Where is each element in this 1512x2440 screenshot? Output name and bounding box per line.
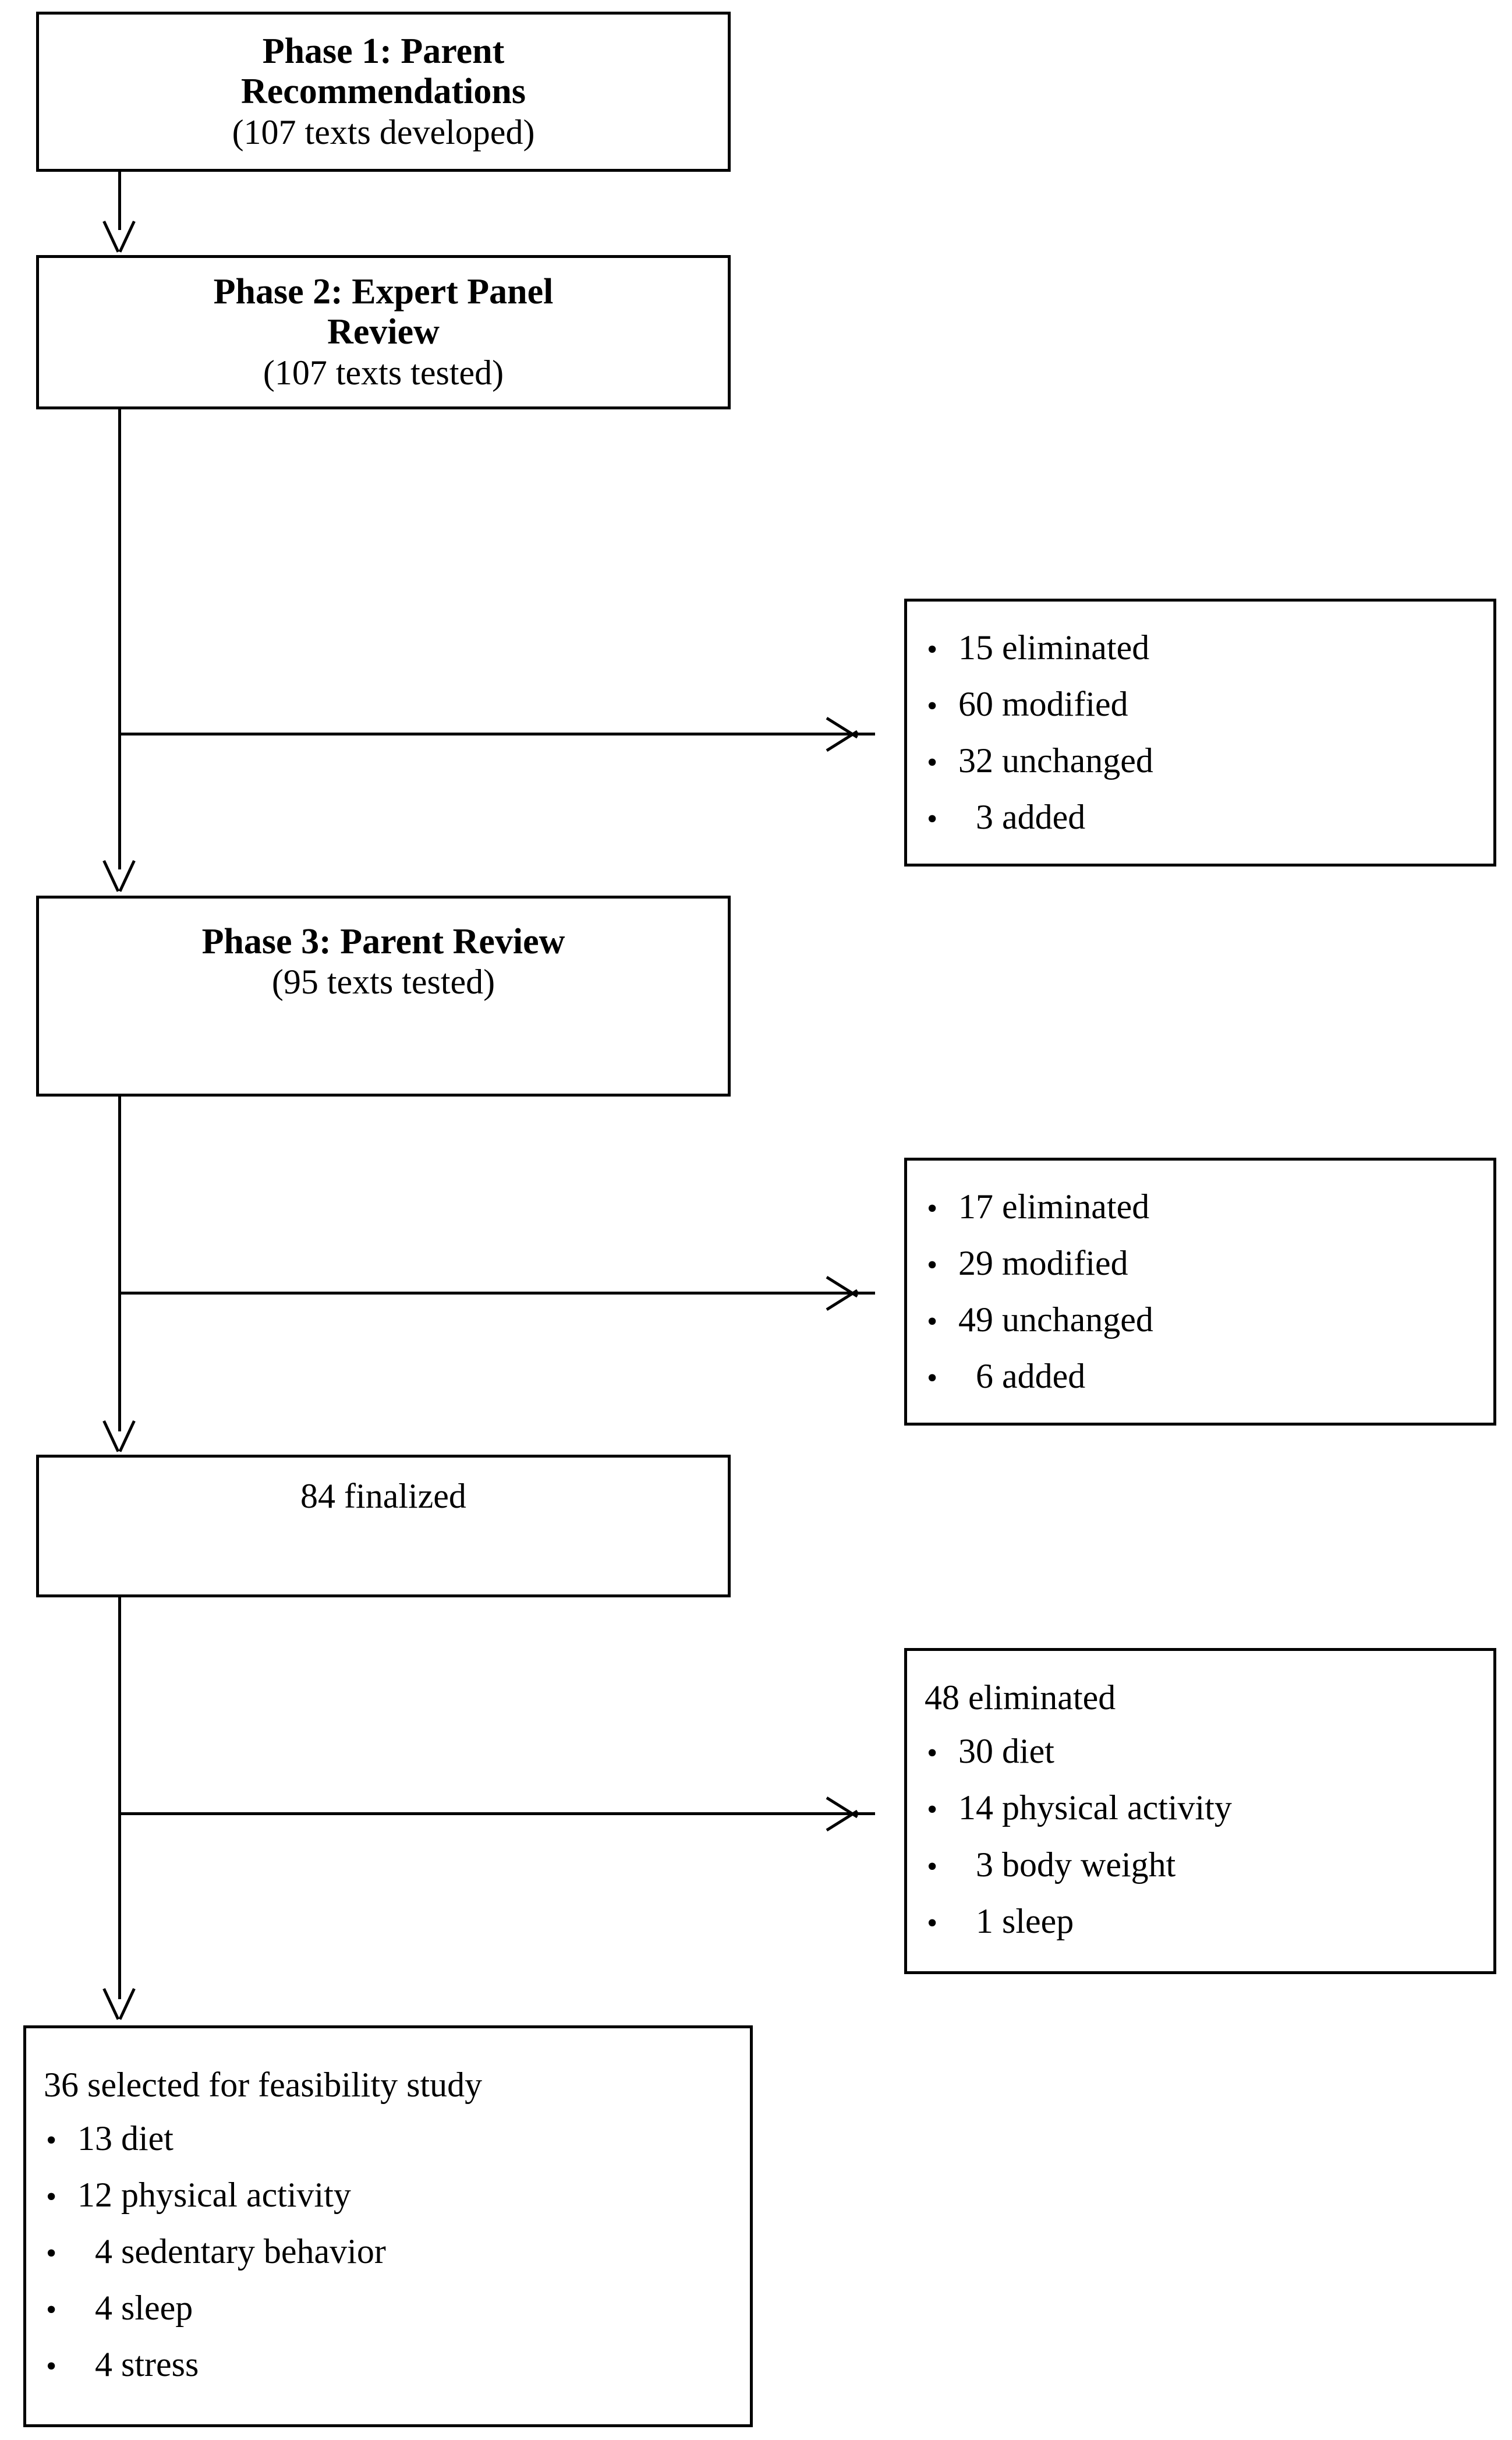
list-item: • 17 eliminated xyxy=(907,1179,1493,1235)
list-item-label: 4 sleep xyxy=(77,2289,193,2328)
arrowhead-phase1-to-phase2-right xyxy=(118,220,136,253)
bullet-icon: • xyxy=(927,1737,938,1770)
list-item-label: 1 sleep xyxy=(958,1901,1074,1940)
arrowhead-phase3-to-finalized-right xyxy=(118,1420,136,1452)
list-item-label: 29 modified xyxy=(958,1243,1128,1282)
list-item: • 3 body weight xyxy=(907,1837,1493,1893)
node-phase-2-outcomes: • 15 eliminated • 60 modified • 32 uncha… xyxy=(904,599,1496,867)
arrowhead-phase1-to-phase2-left xyxy=(102,220,120,253)
branch-finalized-to-eliminated xyxy=(118,1812,875,1815)
node-eliminated: 48 eliminated • 30 diet • 14 physical ac… xyxy=(904,1648,1496,1974)
bullet-icon: • xyxy=(927,1305,938,1338)
list-item: • 12 physical activity xyxy=(26,2167,750,2223)
list-item: • 13 diet xyxy=(26,2110,750,2167)
list-item: • 3 added xyxy=(907,789,1493,846)
list-item-label: 15 eliminated xyxy=(958,628,1150,667)
eliminated-list: • 30 diet • 14 physical activity • 3 bod… xyxy=(907,1723,1493,1950)
bullet-icon: • xyxy=(927,1362,938,1395)
node-phase-2: Phase 2: Expert Panel Review (107 texts … xyxy=(36,255,731,409)
list-item: • 4 stress xyxy=(26,2336,750,2393)
arrowhead-finalized-to-selected-left xyxy=(102,1988,120,2020)
list-item: • 32 unchanged xyxy=(907,733,1493,789)
node-selected: 36 selected for feasibility study • 13 d… xyxy=(23,2025,753,2427)
list-item-label: 14 physical activity xyxy=(958,1788,1232,1827)
list-item: • 15 eliminated xyxy=(907,620,1493,676)
list-item-label: 12 physical activity xyxy=(77,2175,351,2214)
connector-phase2-to-phase3 xyxy=(118,409,121,869)
bullet-icon: • xyxy=(927,1906,938,1940)
bullet-icon: • xyxy=(46,2350,57,2384)
list-item-label: 4 sedentary behavior xyxy=(77,2232,386,2271)
arrowhead-phase2-to-phase3-right xyxy=(118,860,136,892)
connector-phase3-to-finalized xyxy=(118,1097,121,1431)
bullet-icon: • xyxy=(46,2293,57,2327)
bullet-icon: • xyxy=(927,802,938,836)
list-item-label: 60 modified xyxy=(958,684,1128,723)
bullet-icon: • xyxy=(927,746,938,779)
phase-2-title-line-1: Phase 2: Expert Panel xyxy=(213,271,554,312)
selected-list: • 13 diet • 12 physical activity • 4 sed… xyxy=(26,2110,750,2393)
node-phase-1: Phase 1: Parent Recommendations (107 tex… xyxy=(36,12,731,172)
branch-phase3-to-outcomes xyxy=(118,1292,875,1295)
bullet-icon: • xyxy=(46,2236,57,2270)
bullet-icon: • xyxy=(46,2180,57,2213)
list-item-label: 4 stress xyxy=(77,2345,199,2384)
list-item-label: 49 unchanged xyxy=(958,1300,1153,1339)
node-phase-3-outcomes: • 17 eliminated • 29 modified • 49 uncha… xyxy=(904,1158,1496,1426)
bullet-icon: • xyxy=(46,2123,57,2157)
list-item: • 30 diet xyxy=(907,1723,1493,1780)
list-item: • 60 modified xyxy=(907,676,1493,733)
branch-phase2-to-outcomes xyxy=(118,733,875,735)
list-item-label: 3 added xyxy=(958,798,1086,837)
connector-finalized-to-selected xyxy=(118,1597,121,1999)
phase-1-title-line-1: Phase 1: Parent xyxy=(262,31,505,71)
bullet-icon: • xyxy=(927,689,938,723)
list-item: • 6 added xyxy=(907,1348,1493,1405)
phase-2-title-line-2: Review xyxy=(327,312,440,352)
eliminated-heading: 48 eliminated xyxy=(925,1678,1116,1717)
list-item: • 29 modified xyxy=(907,1235,1493,1292)
list-item: • 4 sedentary behavior xyxy=(26,2223,750,2280)
phase-3-title-line-1: Phase 3: Parent Review xyxy=(201,922,565,961)
list-item: • 1 sleep xyxy=(907,1893,1493,1950)
selected-heading: 36 selected for feasibility study xyxy=(44,2065,483,2104)
phase-3-subtitle: (95 texts tested) xyxy=(271,963,495,1002)
phase-1-subtitle: (107 texts developed) xyxy=(232,112,535,151)
phase-2-outcomes-list: • 15 eliminated • 60 modified • 32 uncha… xyxy=(907,620,1493,846)
phase-1-title-line-2: Recommendations xyxy=(240,72,526,112)
list-item: • 14 physical activity xyxy=(907,1780,1493,1836)
list-item-label: 17 eliminated xyxy=(958,1187,1150,1226)
bullet-icon: • xyxy=(927,632,938,666)
bullet-icon: • xyxy=(927,1248,938,1282)
phase-3-outcomes-list: • 17 eliminated • 29 modified • 49 uncha… xyxy=(907,1179,1493,1405)
node-finalized: 84 finalized xyxy=(36,1455,731,1597)
finalized-label: 84 finalized xyxy=(300,1477,466,1515)
connector-phase1-to-phase2 xyxy=(118,172,121,230)
list-item-label: 30 diet xyxy=(958,1732,1054,1771)
arrowhead-phase3-to-finalized-left xyxy=(102,1420,120,1452)
list-item: • 49 unchanged xyxy=(907,1292,1493,1348)
list-item: • 4 sleep xyxy=(26,2280,750,2336)
bullet-icon: • xyxy=(927,1793,938,1827)
list-item-label: 6 added xyxy=(958,1357,1086,1396)
list-item-label: 32 unchanged xyxy=(958,741,1153,780)
list-item-label: 13 diet xyxy=(77,2119,173,2158)
bullet-icon: • xyxy=(927,1850,938,1883)
bullet-icon: • xyxy=(927,1191,938,1225)
arrowhead-phase2-to-phase3-left xyxy=(102,860,120,892)
list-item-label: 3 body weight xyxy=(958,1845,1176,1884)
node-phase-3: Phase 3: Parent Review (95 texts tested) xyxy=(36,896,731,1097)
phase-2-subtitle: (107 texts tested) xyxy=(263,353,504,392)
arrowhead-finalized-to-selected-right xyxy=(118,1988,136,2020)
